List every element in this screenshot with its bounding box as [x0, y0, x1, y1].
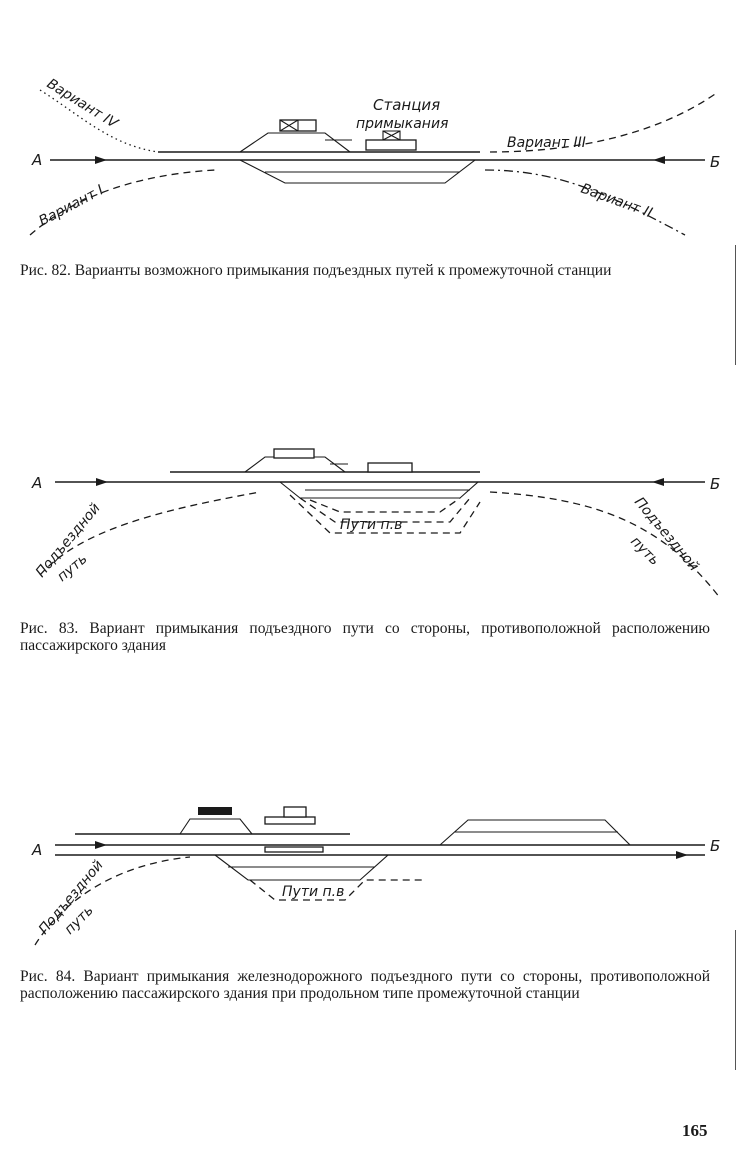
label-variant-4: Вариант IV	[44, 76, 122, 133]
label-variant-3: Вариант III	[507, 135, 586, 151]
direction-arrow	[95, 156, 107, 164]
variant-2-line	[484, 169, 686, 236]
label-b: Б	[710, 475, 720, 493]
direction-arrow	[652, 478, 664, 486]
label-a: А	[31, 151, 42, 169]
variant-4-line	[39, 89, 159, 153]
label-station-2: примыкания	[356, 116, 448, 132]
loop-track	[213, 854, 390, 881]
figure-82-caption: Рис. 82. Варианты возможного примыкания …	[20, 262, 612, 279]
spur-tracks	[249, 879, 425, 901]
spur-left	[39, 491, 261, 576]
platform	[243, 456, 347, 473]
station-building	[264, 816, 316, 825]
figure-84-caption: Рис. 84. Вариант примыкания железнодорож…	[20, 968, 710, 1002]
label-variant-2: Вариант II	[579, 181, 655, 222]
direction-arrow	[96, 478, 108, 486]
loop-track	[239, 159, 477, 184]
figure-84-diagram: А Б Пути п.в Подъездной путь	[31, 806, 720, 946]
page-number: 165	[682, 1121, 708, 1140]
label-station: Станция	[373, 96, 440, 114]
direction-arrow	[95, 841, 107, 849]
platform-2	[264, 846, 324, 853]
spur-main	[34, 856, 191, 946]
building	[273, 448, 315, 459]
figure-83-diagram: А Б Пути п.в Подъездной путь Подъездной …	[31, 448, 721, 599]
label-tracks: Пути п.в	[282, 884, 344, 900]
label-spur-right-1: Подъездной	[631, 494, 702, 574]
station-building	[367, 462, 413, 473]
label-b: Б	[710, 837, 720, 855]
variant-1-line	[29, 169, 216, 236]
label-a: А	[31, 841, 42, 859]
building-mark	[279, 119, 299, 132]
platform	[178, 818, 254, 835]
label-tracks: Пути п.в	[340, 517, 402, 533]
spur-right	[489, 491, 721, 599]
direction-arrow	[653, 156, 665, 164]
label-variant-1: Вариант I	[36, 182, 106, 229]
siding	[438, 819, 632, 846]
station-building	[365, 139, 417, 151]
margin-mark	[735, 930, 736, 1070]
label-a: А	[31, 474, 42, 492]
building	[198, 807, 232, 815]
spur-tracks	[289, 494, 481, 534]
label-b: Б	[710, 153, 720, 171]
variant-3-line	[489, 91, 719, 153]
figure-82-diagram: А Б Станция примыкания Вариант III Вариа…	[29, 76, 720, 236]
figure-83-caption: Рис. 83. Вариант примыкания подъездного …	[20, 620, 710, 654]
margin-mark	[735, 245, 736, 365]
platform	[238, 132, 352, 153]
label-spur-right-2: путь	[627, 534, 662, 569]
direction-arrow	[676, 851, 688, 859]
